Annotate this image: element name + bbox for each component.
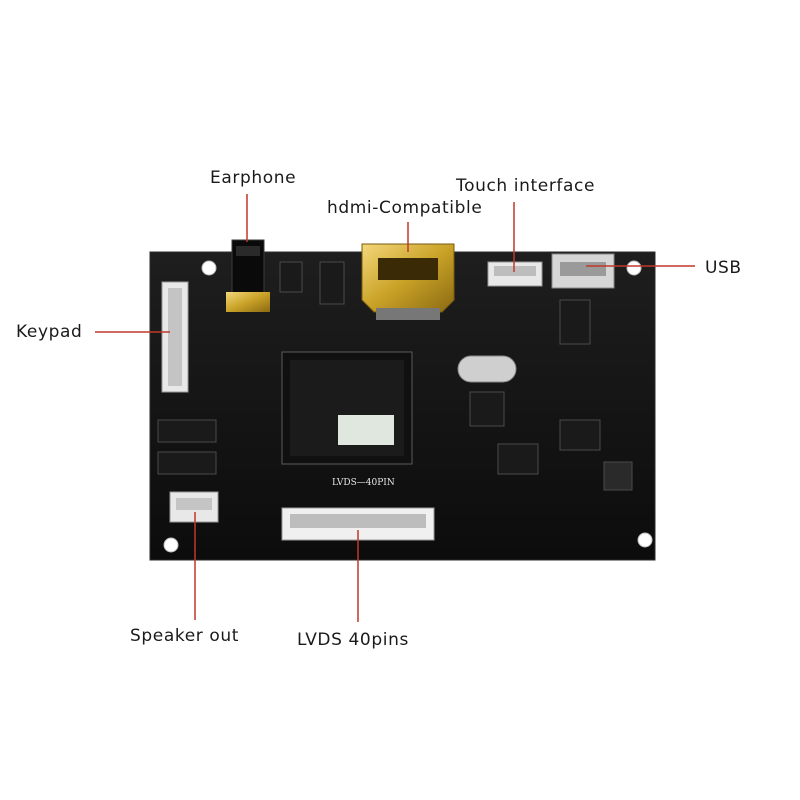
touch-interface-label: Touch interface [456,176,596,196]
usb-connector [551,253,615,289]
hdmi-connector [361,243,455,320]
lvds-connector [281,507,435,541]
speaker-connector [169,491,219,523]
main-chip [281,351,413,465]
silkscreen-label: LVDS—40PIN [332,478,395,488]
hdmi-label: hdmi-Compatible [327,198,483,218]
earphone-label: Earphone [210,168,297,188]
usb-label: USB [705,258,742,278]
small-components [157,261,633,491]
keypad-connector [161,281,189,393]
leader-lines [95,194,695,622]
earphone-jack [226,239,270,312]
crystal-oscillator [457,355,517,383]
mounting-holes [163,260,653,553]
keypad-label: Keypad [16,322,83,342]
touch-connector [487,261,543,287]
lvds-label: LVDS 40pins [297,630,409,650]
speaker-out-label: Speaker out [130,626,239,646]
